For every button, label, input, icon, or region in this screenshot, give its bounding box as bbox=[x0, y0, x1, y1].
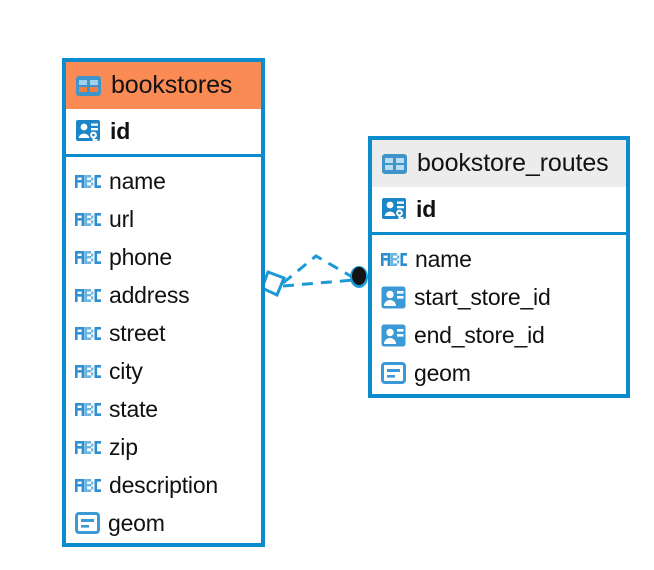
diamond-marker-icon bbox=[260, 270, 286, 298]
field-row-start-store-id[interactable]: start_store_id bbox=[372, 278, 626, 316]
field-list-bookstore-routes: name start_store_id bbox=[372, 235, 626, 396]
field-label: state bbox=[109, 395, 158, 422]
field-label: geom bbox=[108, 509, 165, 536]
entity-title-bookstore-routes: bookstore_routes bbox=[417, 149, 609, 177]
field-label: geom bbox=[414, 359, 471, 386]
geometry-icon bbox=[75, 512, 100, 534]
relationship-link-start-store bbox=[282, 254, 355, 285]
field-row-address[interactable]: address bbox=[66, 276, 261, 314]
field-label: address bbox=[109, 281, 190, 308]
primary-key-icon bbox=[75, 118, 102, 145]
field-label: end_store_id bbox=[414, 321, 545, 348]
field-row-url[interactable]: url bbox=[66, 200, 261, 238]
field-label: start_store_id bbox=[414, 283, 551, 310]
abc-text-icon bbox=[75, 174, 101, 189]
field-row-description[interactable]: description bbox=[66, 466, 261, 504]
field-row-primary-key[interactable]: id bbox=[372, 187, 626, 235]
field-label-id: id bbox=[110, 118, 131, 144]
abc-text-icon bbox=[75, 326, 101, 341]
field-row-geom[interactable]: geom bbox=[372, 354, 626, 392]
abc-text-icon bbox=[75, 212, 101, 227]
entity-header-bookstore-routes[interactable]: bookstore_routes bbox=[372, 140, 626, 187]
entity-table-bookstore-routes[interactable]: bookstore_routes id bbox=[368, 136, 630, 398]
field-row-geom[interactable]: geom bbox=[66, 504, 261, 542]
field-label: phone bbox=[109, 243, 172, 270]
field-label: url bbox=[109, 205, 134, 232]
field-row-name[interactable]: name bbox=[66, 162, 261, 200]
primary-key-icon bbox=[381, 196, 408, 223]
field-row-street[interactable]: street bbox=[66, 314, 261, 352]
relationship-link-end-store bbox=[282, 278, 355, 288]
entity-title-bookstores: bookstores bbox=[111, 71, 233, 99]
field-row-name[interactable]: name bbox=[372, 240, 626, 278]
filled-circle-marker-icon bbox=[350, 266, 368, 288]
abc-text-icon bbox=[75, 288, 101, 303]
abc-text-icon bbox=[75, 440, 101, 455]
foreign-key-icon bbox=[381, 285, 406, 310]
abc-text-icon bbox=[75, 478, 101, 493]
foreign-key-icon bbox=[381, 323, 406, 348]
abc-text-icon bbox=[75, 364, 101, 379]
field-label: name bbox=[415, 245, 472, 272]
field-list-bookstores: name bbox=[66, 157, 261, 546]
field-label-id: id bbox=[416, 196, 437, 222]
entity-table-bookstores[interactable]: bookstores id bbox=[62, 58, 265, 547]
field-row-zip[interactable]: zip bbox=[66, 428, 261, 466]
field-label: description bbox=[109, 471, 219, 498]
field-label: zip bbox=[109, 433, 138, 460]
field-label: city bbox=[109, 357, 143, 384]
abc-text-icon bbox=[381, 252, 407, 267]
field-label: street bbox=[109, 319, 166, 346]
table-icon bbox=[381, 153, 408, 175]
field-label: name bbox=[109, 167, 166, 194]
field-row-city[interactable]: city bbox=[66, 352, 261, 390]
geometry-icon bbox=[381, 362, 406, 384]
table-icon bbox=[75, 75, 102, 97]
abc-text-icon bbox=[75, 402, 101, 417]
field-row-phone[interactable]: phone bbox=[66, 238, 261, 276]
entity-header-bookstores[interactable]: bookstores bbox=[66, 62, 261, 109]
field-row-primary-key[interactable]: id bbox=[66, 109, 261, 157]
abc-text-icon bbox=[75, 250, 101, 265]
field-row-end-store-id[interactable]: end_store_id bbox=[372, 316, 626, 354]
field-row-state[interactable]: state bbox=[66, 390, 261, 428]
